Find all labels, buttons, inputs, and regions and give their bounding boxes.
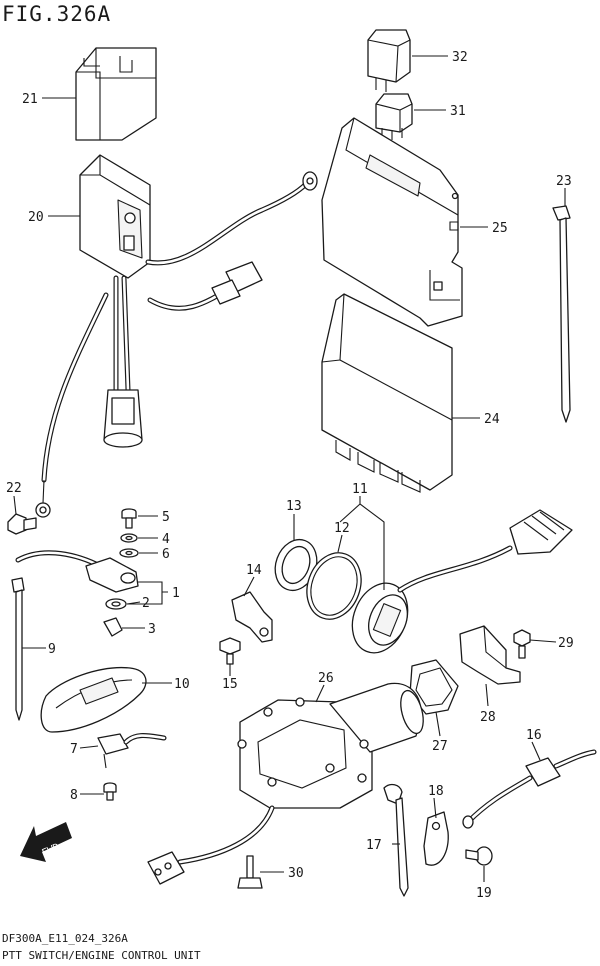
fwd-arrow-icon [20,822,72,862]
label-1: 1 [172,586,180,601]
part-4-washer[interactable] [120,533,138,543]
label-26: 26 [318,671,334,686]
label-10: 10 [174,677,190,692]
part-25-ecu-cover[interactable] [321,117,463,327]
footer-diagram-description: PTT SWITCH/ENGINE CONTROL UNIT [2,949,201,962]
label-18: 18 [428,784,444,799]
label-27: 27 [432,739,448,754]
part-14-bracket[interactable] [231,591,273,643]
part-5-bolt[interactable] [121,508,137,529]
part-18-clamp[interactable] [423,811,449,866]
label-13: 13 [286,499,302,514]
footer-diagram-code: DF300A_E11_024_326A [2,932,128,945]
part-24-ecu[interactable] [321,293,453,493]
part-9-cable-tie[interactable] [11,577,25,721]
part-11-sensor[interactable] [342,509,573,661]
label-7: 7 [70,742,78,757]
part-labels: 32 31 21 20 25 23 24 22 5 4 6 1 2 3 9 10… [6,50,574,901]
part-22-bolt[interactable] [7,513,37,535]
part-3-clip[interactable] [103,617,123,637]
label-14: 14 [246,563,262,578]
label-21: 21 [22,92,38,107]
label-17: 17 [366,838,382,853]
part-16-harness[interactable] [462,749,597,829]
label-12: 12 [334,521,350,536]
label-5: 5 [162,510,170,525]
part-12-o-ring[interactable] [298,545,370,627]
part-19-screw[interactable] [465,846,493,866]
label-9: 9 [48,642,56,657]
part-32-relay[interactable] [367,29,411,92]
figure-title: FIG.326A [2,2,112,26]
leader-lines [13,55,566,882]
part-1-ptt-switch[interactable] [15,550,139,593]
label-23: 23 [556,174,572,189]
label-29: 29 [558,636,574,651]
part-30-bolt[interactable] [237,855,263,889]
label-22: 22 [6,481,22,496]
label-2: 2 [142,596,150,611]
label-15: 15 [222,677,238,692]
part-21-relay-cover[interactable] [75,47,157,141]
label-4: 4 [162,532,170,547]
label-6: 6 [162,547,170,562]
label-30: 30 [288,866,304,881]
part-2-washer[interactable] [105,598,127,610]
label-31: 31 [450,104,466,119]
label-28: 28 [480,710,496,725]
part-6-washer[interactable] [119,548,139,558]
label-16: 16 [526,728,542,743]
part-15-bolt[interactable] [219,637,241,665]
part-7-switch[interactable] [97,733,167,769]
part-10-holder[interactable] [40,666,147,733]
label-20: 20 [28,210,44,225]
label-19: 19 [476,886,492,901]
part-31-relay[interactable] [375,93,413,140]
part-26-ptt-motor[interactable] [147,682,427,885]
label-25: 25 [492,221,508,236]
part-8-bolt[interactable] [103,782,117,801]
label-3: 3 [148,622,156,637]
part-29-bolt[interactable] [513,629,531,659]
part-13-grommet[interactable] [268,534,323,597]
label-11: 11 [352,482,368,497]
part-20-harness-box[interactable] [35,154,318,518]
part-23-cable-tie[interactable] [552,205,571,423]
label-24: 24 [484,412,500,427]
part-17-cable-tie[interactable] [383,783,409,897]
part-28-bracket[interactable] [459,625,521,685]
label-8: 8 [70,788,78,803]
label-32: 32 [452,50,468,65]
